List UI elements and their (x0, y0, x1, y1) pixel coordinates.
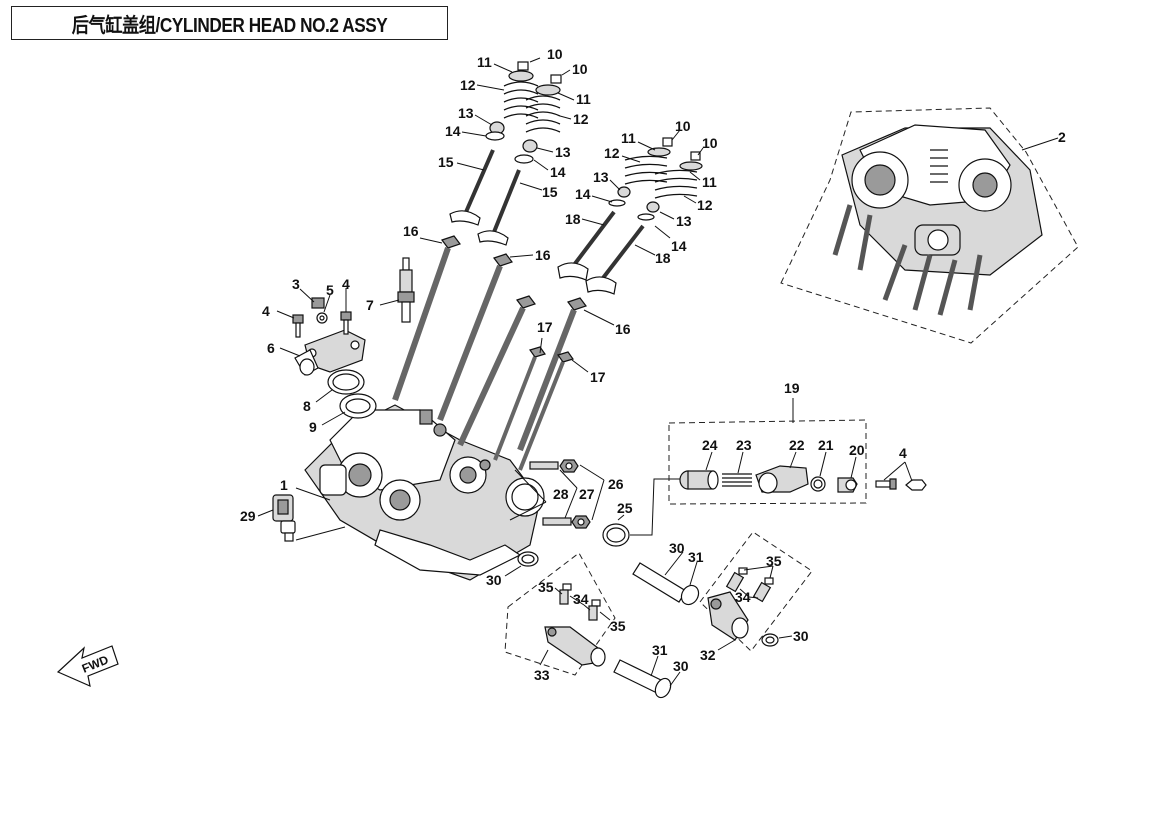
callout-14a: 14 (445, 123, 461, 139)
forward-arrow: FWD (56, 645, 119, 688)
callout-12b: 12 (573, 111, 589, 127)
callout-14b: 14 (550, 164, 566, 180)
callout-17a: 17 (537, 319, 553, 335)
callout-20: 20 (849, 442, 865, 458)
callout-15b: 15 (542, 184, 558, 200)
callout-5: 5 (326, 282, 334, 298)
diagram-title: 后气缸盖组/CYLINDER HEAD NO.2 ASSY (71, 14, 388, 37)
callout-31a: 31 (688, 549, 704, 565)
callout-16c: 16 (615, 321, 631, 337)
callout-4a: 4 (262, 303, 270, 319)
callout-17b: 17 (590, 369, 606, 385)
sensor-29: 29 (240, 494, 296, 542)
valve-train-left: 10 11 12 13 14 15 10 11 12 13 14 15 (438, 46, 591, 246)
inset-studs (832, 204, 983, 316)
valve-train-right: 10 11 12 13 14 18 10 11 12 13 14 18 (557, 118, 718, 295)
callout-10c: 10 (675, 118, 691, 134)
callout-14d: 14 (671, 238, 687, 254)
diagram-title-box: 后气缸盖组/CYLINDER HEAD NO.2 ASSY (11, 6, 448, 40)
callout-23: 23 (736, 437, 752, 453)
callout-18b: 18 (655, 250, 671, 266)
assembled-head-inset: 2 (780, 107, 1079, 344)
callout-34b: 34 (573, 591, 589, 607)
callout-9: 9 (309, 419, 317, 435)
callout-15a: 15 (438, 154, 454, 170)
exhaust-fasteners: 25 26 27 28 (509, 459, 682, 547)
callout-11c: 11 (621, 130, 636, 146)
callout-18a: 18 (565, 211, 581, 227)
callout-26: 26 (608, 476, 624, 492)
callout-2: 2 (1058, 129, 1066, 145)
callout-33: 33 (534, 667, 550, 683)
callout-35c: 35 (610, 618, 626, 634)
callout-29: 29 (240, 508, 256, 524)
callout-4b: 4 (342, 276, 350, 292)
callout-34a: 34 (735, 589, 751, 605)
callout-13d: 13 (676, 213, 692, 229)
water-outlet-group: 3 4 4 5 6 8 9 (262, 276, 377, 435)
callout-13b: 13 (555, 144, 571, 160)
callout-10b: 10 (572, 61, 588, 77)
callout-31b: 31 (652, 642, 668, 658)
callout-11d: 11 (702, 174, 717, 190)
callout-10a: 10 (547, 46, 563, 62)
callout-16b: 16 (535, 247, 551, 263)
callout-11b: 11 (576, 91, 591, 107)
callout-30b: 30 (669, 540, 685, 556)
callout-22: 22 (789, 437, 805, 453)
tensioner-assy-19: 19 24 23 22 21 20 4 (668, 380, 927, 505)
head-studs: 16 16 16 17 17 (392, 223, 631, 471)
callout-35b: 35 (538, 579, 554, 595)
callout-12d: 12 (697, 197, 713, 213)
callout-13c: 13 (593, 169, 609, 185)
callout-4c: 4 (899, 445, 907, 461)
callout-1: 1 (280, 477, 288, 493)
callout-10d: 10 (702, 135, 718, 151)
callout-27: 27 (579, 486, 595, 502)
callout-11a: 11 (477, 54, 492, 70)
callout-32: 32 (700, 647, 716, 663)
callout-3: 3 (292, 276, 300, 292)
callout-6: 6 (267, 340, 275, 356)
callout-8: 8 (303, 398, 311, 414)
callout-19: 19 (784, 380, 800, 396)
callout-7: 7 (366, 297, 374, 313)
callout-21: 21 (818, 437, 834, 453)
rocker-group: 30 30 31 35 34 30 32 (486, 531, 813, 699)
callout-13a: 13 (458, 105, 474, 121)
callout-30d: 30 (673, 658, 689, 674)
callout-24: 24 (702, 437, 718, 453)
callout-25: 25 (617, 500, 633, 516)
callout-30c: 30 (793, 628, 809, 644)
callout-12c: 12 (604, 145, 620, 161)
callout-16a: 16 (403, 223, 419, 239)
callout-35a: 35 (766, 553, 782, 569)
callout-30a: 30 (486, 572, 502, 588)
callout-28: 28 (553, 486, 569, 502)
spark-plug: 7 (366, 257, 415, 323)
callout-12a: 12 (460, 77, 476, 93)
callout-14c: 14 (575, 186, 591, 202)
